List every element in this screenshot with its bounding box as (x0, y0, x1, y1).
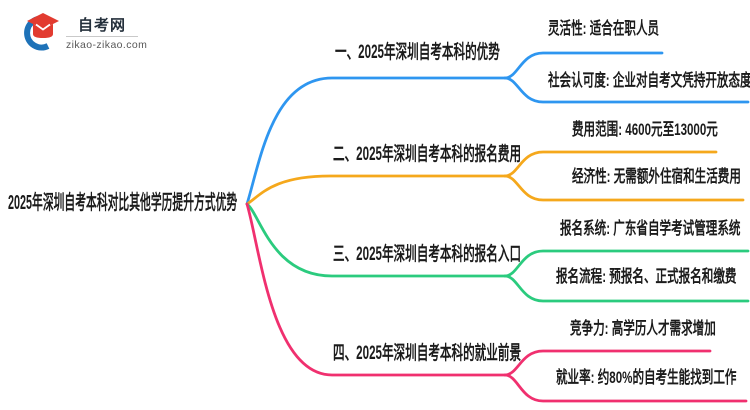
logo-divider (66, 36, 138, 37)
site-logo: 自考网 zikao-zikao.com (18, 6, 188, 56)
leaf-node-4-1: 竞争力: 高学历人才需求增加 (570, 319, 716, 338)
branch-label-2: 二、2025年深圳自考本科的报名费用 (333, 144, 522, 165)
leaf-node-1-1: 灵活性: 适合在职人员 (548, 19, 660, 38)
leaf-node-3-1: 报名系统: 广东省自学考试管理系统 (560, 219, 741, 238)
branch2-child1-line (503, 150, 718, 178)
graduation-cap-icon (24, 13, 59, 51)
branch1-line (245, 76, 507, 206)
leaf-node-3-2: 报名流程: 预报名、正式报名和缴费 (556, 267, 737, 286)
branch4-child2-line (503, 373, 748, 403)
site-url: zikao-zikao.com (66, 39, 148, 51)
branch3-child1-line (503, 249, 750, 278)
branch-label-3: 三、2025年深圳自考本科的报名入口 (333, 244, 522, 265)
branch-label-1: 一、2025年深圳自考本科的优势 (335, 42, 500, 63)
branch2-line (245, 174, 507, 206)
branch4-child1-line (503, 349, 712, 377)
leaf-node-2-2: 经济性: 无需额外住宿和生活费用 (572, 167, 741, 186)
branch3-child2-line (503, 274, 750, 303)
leaf-node-2-1: 费用范围: 4600元至13000元 (572, 120, 718, 139)
branch-label-4: 四、2025年深圳自考本科的就业前景 (333, 343, 522, 364)
branch1-child2-line (503, 76, 750, 104)
leaf-node-4-2: 就业率: 约80%的自考生能找到工作 (556, 368, 737, 387)
site-name: 自考网 (78, 17, 127, 34)
branch4-line (245, 202, 507, 377)
central-topic: 2025年深圳自考本科对比其他学历提升方式优势 (8, 192, 238, 214)
branch1-child1-line (503, 51, 664, 80)
branch2-child2-line (503, 174, 745, 202)
leaf-node-1-2: 社会认可度: 企业对自考文凭持开放态度 (548, 71, 750, 90)
branch3-line (245, 202, 507, 278)
